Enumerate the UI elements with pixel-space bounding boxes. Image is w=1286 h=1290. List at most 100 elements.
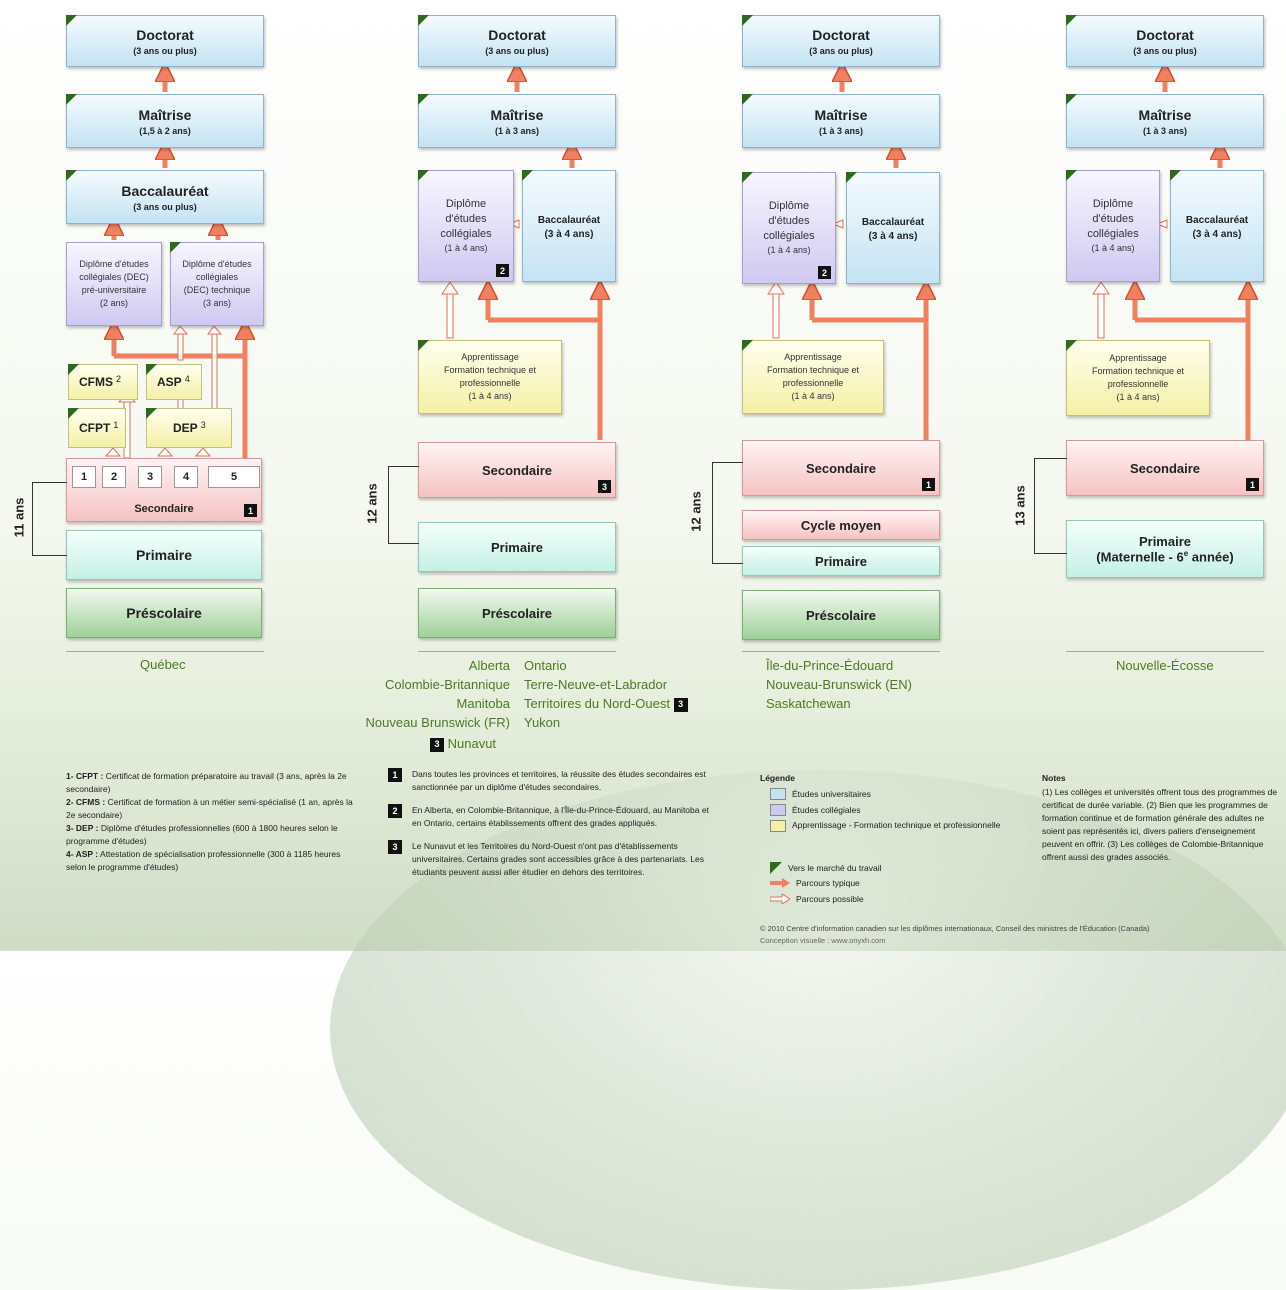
dec-line-2: d'études [1092,213,1134,225]
legend-swatch [770,820,786,832]
legend-item-typique: Parcours typique [770,878,860,888]
province-ontario: Ontario [524,658,567,673]
dec-duree: (1 à 4 ans) [444,243,488,253]
footnote-text: Attestation de spécialisation profession… [66,849,341,872]
formation-label: Formation technique et professionnelle [443,365,537,388]
dec-line-2: d'études [768,215,810,227]
note-badge: 3 [598,480,611,493]
cfpt-label: CFPT [79,421,111,435]
note-badge: 3 [388,840,402,854]
province-saskatchewan: Saskatchewan [766,696,851,711]
col3-prescolaire-box: Préscolaire [742,590,940,640]
cycle-moyen-label: Cycle moyen [800,517,882,533]
note-text: En Alberta, en Colombie-Britannique, à l… [412,805,709,828]
legend-label: Parcours typique [796,878,860,888]
primaire-label: Primaire [1138,533,1192,549]
quebec-dec-preuniversitaire-box: Diplôme d'études collégiales (DEC) pré-u… [66,242,162,326]
flag-icon [770,862,782,874]
col2-provinces-right: Ontario Terre-Neuve-et-Labrador Territoi… [524,656,688,732]
numbered-note: 1 Dans toutes les provinces et territoir… [388,768,728,794]
maitrise-duree: (1 à 3 ans) [818,125,864,136]
baccalaureat-duree: (3 à 4 ans) [868,231,918,242]
apprentissage-label: Apprentissage [461,352,519,362]
dep-note: 3 [200,420,206,430]
col4-dec-box: Diplôme d'études collégiales (1 à 4 ans) [1066,170,1160,282]
legend-label: Apprentissage - Formation technique et p… [792,820,1001,830]
apprentissage-label: Apprentissage [784,352,842,362]
col3-separator [742,651,940,652]
doctorat-title: Doctorat [1136,26,1194,43]
grade-2: 2 [102,466,126,488]
baccalaureat-title: Baccalauréat [861,217,925,228]
baccalaureat-title: Baccalauréat [1185,215,1249,226]
asp-note: 4 [184,374,190,384]
maitrise-duree: (1 à 3 ans) [1142,125,1188,136]
note-badge: 1 [388,768,402,782]
maitrise-duree: (1,5 à 2 ans) [139,125,191,136]
col2-nunavut: 3 Nunavut [430,734,496,753]
legend-swatch [770,804,786,816]
footnote-text: Certificat de formation à un métier semi… [66,797,353,820]
legend-title: Légende [760,773,795,783]
note-badge: 2 [496,264,509,277]
dec-pre-duree: (2 ans) [99,298,128,308]
doctorat-duree: (3 ans ou plus) [1133,45,1197,56]
province-colombie-britannique: Colombie-Britannique [384,677,510,692]
legend-item-college: Études collégiales [770,804,861,816]
primaire-detail-end: année) [1188,549,1234,565]
note-badge: 2 [388,804,402,818]
grade-4: 4 [174,466,198,488]
province-nouveau-brunswick-fr: Nouveau Brunswick (FR) [365,715,511,730]
legend-item-apprenticeship: Apprentissage - Formation technique et p… [770,820,1010,832]
quebec-doctorat-box: Doctorat (3 ans ou plus) [66,15,264,67]
secondaire-label: Secondaire [481,462,553,478]
grade-1: 1 [72,466,96,488]
quebec-province-label: Québec [140,657,186,672]
dec-pre-line-2: collégiales (DEC) [79,272,149,282]
legend-swatch [770,788,786,800]
quebec-years-bracket [32,482,67,556]
col2-baccalaureat-box: Baccalauréat (3 à 4 ans) [522,170,616,282]
dec-duree: (1 à 4 ans) [1091,243,1135,253]
typical-arrow-icon [770,878,790,888]
baccalaureat-title: Baccalauréat [121,182,209,199]
col3-secondaire-box: Secondaire 1 [742,440,940,496]
col2-years-label: 12 ans [364,483,380,524]
notes-title: Notes [1042,773,1066,783]
copyright-credit: © 2010 Centre d'information canadien sur… [760,924,1150,933]
typical-arrows [114,72,1248,458]
col4-apprentissage-box: Apprentissage Formation technique et pro… [1066,340,1210,416]
cfms-label: CFMS [79,375,113,389]
dec-line-3: collégiales [440,228,492,240]
col4-years-bracket [1034,458,1067,554]
formation-label: Formation technique et professionnelle [766,365,860,388]
quebec-maitrise-box: Maîtrise (1,5 à 2 ans) [66,94,264,148]
apprentissage-duree: (1 à 4 ans) [791,391,835,401]
note-badge: 3 [673,697,688,712]
secondaire-label: Secondaire [805,460,877,476]
prescolaire-label: Préscolaire [481,605,553,621]
grade-3: 3 [138,466,162,488]
col3-maitrise-box: Maîtrise (1 à 3 ans) [742,94,940,148]
quebec-baccalaureat-box: Baccalauréat (3 ans ou plus) [66,170,264,224]
doctorat-title: Doctorat [812,26,870,43]
footnote-term: 3- DEP : [66,823,99,833]
doctorat-duree: (3 ans ou plus) [809,45,873,56]
primaire-detail: (Maternelle - 6e année) [1096,549,1233,564]
legend-label: Parcours possible [796,894,864,904]
dec-duree: (1 à 4 ans) [767,245,811,255]
col3-cycle-moyen-box: Cycle moyen [742,510,940,540]
note-badge: 3 [430,737,444,752]
dec-pre-line-3: pré-universitaire [81,285,147,295]
province-nunavut: Nunavut [447,736,497,751]
province-yukon: Yukon [524,715,561,730]
col4-primaire-box: Primaire (Maternelle - 6e année) [1066,520,1264,578]
legend-item-possible: Parcours possible [770,894,864,904]
col3-doctorat-box: Doctorat (3 ans ou plus) [742,15,940,67]
dec-line-1: Diplôme [445,198,487,210]
asp-label: ASP [157,375,182,389]
col2-separator [418,651,616,652]
province-alberta: Alberta [468,658,510,673]
col2-years-bracket [388,466,419,544]
